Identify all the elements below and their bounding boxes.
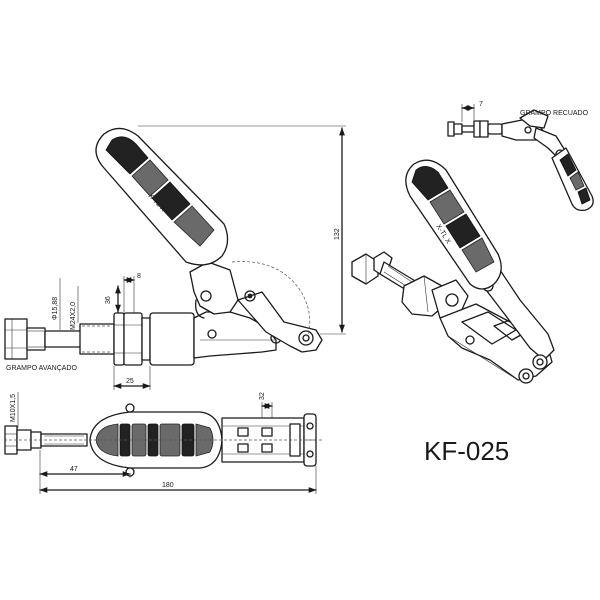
- dim-180: 180: [39, 466, 317, 494]
- label-grampo-avancado: GRAMPO AVANÇADO: [6, 365, 77, 372]
- dim-36-label: 36: [105, 296, 112, 304]
- isometric-view: X-TL X: [351, 159, 555, 384]
- model-code: KF-025: [424, 436, 509, 466]
- threaded-body: [79, 312, 195, 366]
- dim-m24: M24X2,0: [70, 286, 79, 330]
- dim-32: 32: [259, 392, 273, 418]
- iso-base: [439, 303, 553, 381]
- swing-arc: [231, 261, 311, 337]
- dim-8-label: 8: [137, 273, 141, 280]
- spindle-hex-nut: [4, 318, 28, 360]
- retracted-spindle: [447, 120, 503, 138]
- retracted-handle: [551, 147, 594, 212]
- dim-8: 8: [123, 273, 141, 313]
- dim-180-label: 180: [162, 482, 174, 489]
- retracted-base: [501, 109, 549, 141]
- dim-phi-label: Φ15,88: [52, 297, 59, 320]
- retracted-view: 7 GRAMPO RECUADO: [447, 101, 594, 212]
- top-view: M10X1,5 32 47 180: [4, 392, 322, 494]
- dim-7-label: 7: [479, 101, 483, 108]
- iso-handle-grip: X-TL X: [405, 159, 502, 290]
- linkage-arm: [237, 290, 323, 353]
- dim-47-label: 47: [70, 466, 78, 473]
- dim-phi: Φ15,88: [52, 278, 61, 330]
- iso-body-nut: [401, 275, 469, 319]
- label-grampo-recuado: GRAMPO RECUADO: [520, 110, 589, 117]
- dim-m24-label: M24X2,0: [70, 302, 77, 330]
- dim-m10: M10X1,5: [10, 392, 19, 428]
- dim-132-label: 132: [334, 228, 341, 240]
- dim-m10-label: M10X1,5: [10, 394, 17, 422]
- dim-25-label: 25: [126, 378, 134, 385]
- dim-32-label: 32: [259, 392, 266, 400]
- dim-36: 36: [105, 285, 121, 313]
- dim-132: 132: [138, 125, 346, 335]
- front-view: X-TL X 132 8 36 Φ15,88 M24X2,0: [4, 125, 346, 390]
- dim-47: 47: [39, 450, 131, 478]
- handle-grip: X-TL X: [95, 127, 229, 266]
- dim-25: 25: [113, 366, 151, 390]
- dim-7: 7: [461, 101, 483, 122]
- handle-lower-plate: [189, 261, 239, 319]
